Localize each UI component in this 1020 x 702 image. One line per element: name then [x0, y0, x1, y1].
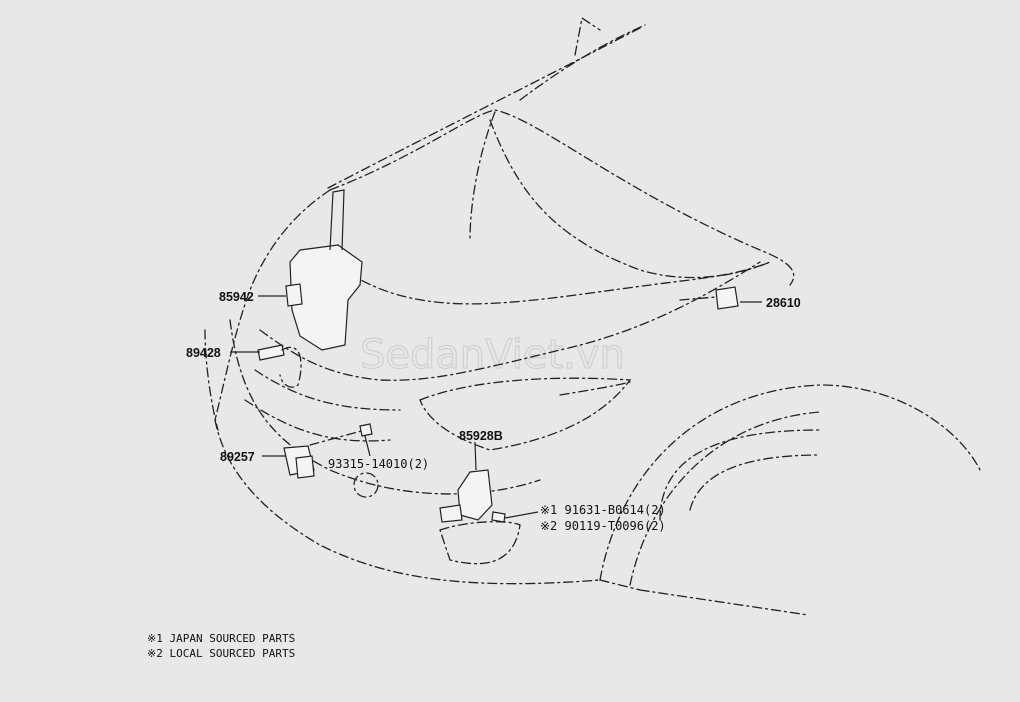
wheel-arch: [599, 384, 981, 581]
washer-tank: [289, 244, 363, 351]
part-89257-connector: [295, 455, 315, 479]
label-89428: 89428: [186, 346, 221, 360]
washer-motor: [285, 283, 303, 307]
part-85928b-icon: [457, 469, 493, 521]
label-85942: 85942: [219, 290, 254, 304]
washer-filler-neck: [329, 189, 345, 251]
hood-crease: [489, 119, 771, 279]
leader-89257-bolt: [309, 429, 366, 446]
headlamp: [419, 377, 632, 451]
windshield-edge: [327, 27, 641, 189]
watermark: SedanViet.vn: [360, 332, 625, 378]
hood-front-edge: [329, 259, 771, 305]
part-85928b-plug: [439, 504, 463, 523]
mirror: [574, 16, 601, 56]
leader-28610-dash: [679, 296, 717, 301]
fender-bottom: [599, 579, 641, 591]
part-28610-icon: [715, 286, 739, 310]
rocker-line: [639, 589, 809, 616]
bumper-lower: [214, 419, 601, 585]
headlamp-inner: [559, 381, 631, 396]
grille-bottom: [244, 399, 391, 442]
tire-inner: [689, 454, 821, 511]
label-90119: ※2 90119-T0096(2): [540, 519, 666, 533]
hood-lower-edge: [259, 261, 761, 381]
footnote-japan: ※1 JAPAN SOURCED PARTS: [147, 632, 295, 645]
fog-hole: [353, 472, 379, 498]
label-85928b: 85928B: [459, 429, 503, 443]
label-89257: 89257: [220, 450, 255, 464]
bolt-91631-icon: [491, 511, 506, 523]
leader-85928b: [474, 441, 477, 471]
tire-outline: [659, 429, 821, 521]
hood-top: [329, 109, 795, 286]
wheel-arch-inner: [629, 411, 821, 586]
front-edge: [204, 329, 219, 431]
bolt-93315-icon: [359, 423, 373, 437]
grille-top: [254, 369, 401, 411]
fog-lamp: [439, 521, 521, 565]
a-pillar: [519, 24, 646, 101]
label-91631: ※1 91631-B0614(2): [540, 503, 666, 517]
horn-outline: [279, 346, 302, 388]
part-89428-icon: [257, 344, 285, 361]
footnote-local: ※2 LOCAL SOURCED PARTS: [147, 647, 295, 660]
hood-center: [469, 111, 496, 241]
leader-93315: [364, 435, 371, 457]
label-28610: 28610: [766, 296, 801, 310]
leader-91631: [504, 511, 539, 519]
label-93315: 93315-14010(2): [328, 457, 429, 471]
